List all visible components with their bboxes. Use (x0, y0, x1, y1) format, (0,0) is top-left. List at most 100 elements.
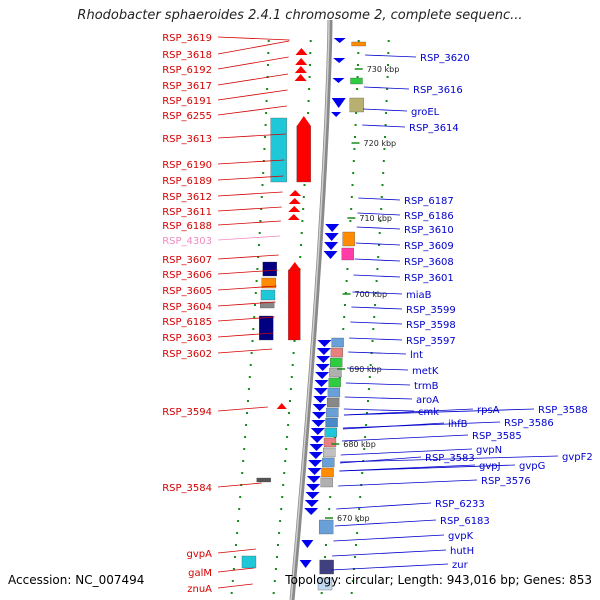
left-label-leader (217, 269, 278, 275)
right-gene-label: RSP_3599 (406, 305, 456, 316)
tick-dot (368, 376, 371, 378)
tick-dot (354, 124, 357, 126)
right-gene-label: gvpN (476, 445, 502, 456)
tick-dot (358, 508, 361, 510)
right-gene-label: RSP_3597 (406, 336, 456, 347)
right-gene-label: RSP_3610 (404, 225, 454, 236)
right-gene-labels: RSP_3620RSP_3616groELRSP_3614RSP_6187RSP… (330, 53, 593, 571)
gene-block-strip (322, 457, 335, 468)
tick-dot (239, 496, 242, 498)
tick-dot (277, 544, 279, 546)
forward-gene-arrow (276, 403, 287, 409)
left-gene-label: RSP_3604 (162, 302, 212, 313)
tick-dot (260, 196, 263, 198)
left-gene-label: RSP_4303 (162, 236, 212, 247)
tick-dot (264, 136, 266, 138)
left-label-leader (217, 235, 280, 241)
chromosome-backbone-highlight (290, 19, 330, 600)
reverse-gene-arrow (312, 412, 327, 419)
tick-dot (328, 508, 331, 510)
tick-dot (260, 208, 263, 210)
left-label-leader (217, 583, 253, 589)
tick-dot (353, 148, 356, 150)
right-gene-label: RSP_6233 (435, 499, 485, 510)
tick-dot (273, 580, 276, 582)
left-gene-label: RSP_6191 (162, 96, 212, 107)
tick-dot (244, 436, 247, 438)
tick-dot (378, 244, 380, 246)
tick-dot (386, 88, 389, 90)
tick-dot (293, 340, 296, 342)
left-label-leader (217, 285, 277, 291)
left-gene-label: RSP_3606 (162, 270, 212, 281)
tick-dot (245, 424, 248, 426)
gene-block-strip (327, 387, 341, 398)
tick-dot (350, 592, 353, 594)
reverse-gene-arrow (299, 560, 312, 568)
tick-dot (259, 220, 262, 222)
tick-dot (372, 328, 375, 330)
reverse-gene-arrow (310, 428, 325, 435)
tick-dot (283, 472, 286, 474)
gene-block-strip (324, 427, 337, 438)
right-label-leader (363, 86, 410, 90)
tick-dot (355, 544, 357, 546)
forward-gene-arrow (288, 198, 301, 204)
tick-dot (285, 448, 288, 450)
gene-block-pink (341, 247, 354, 261)
reverse-gene-arrow (324, 233, 339, 241)
tick-dot (346, 268, 349, 270)
gene-block-gray (256, 477, 271, 483)
tick-dot (249, 364, 252, 366)
tick-dot (342, 328, 345, 330)
right-label-leader (344, 396, 413, 400)
tick-dot (355, 112, 358, 114)
tick-dot (385, 100, 388, 102)
forward-gene-arrow (294, 74, 307, 81)
reverse-gene-arrow (331, 98, 346, 108)
gene-block-cyan (241, 555, 257, 569)
tick-dot (261, 184, 264, 186)
forward-gene-arrow (295, 58, 308, 65)
tick-dot (385, 112, 388, 114)
right-gene-label: groEL (411, 107, 440, 118)
left-label-leader (217, 175, 284, 181)
gene-block-olive (349, 97, 364, 113)
gene-block-strip (328, 377, 341, 388)
left-gene-label: RSP_3602 (162, 349, 212, 360)
right-gene-label: RSP_3614 (409, 123, 459, 134)
tick-dot (265, 112, 268, 114)
right-label-leader (350, 321, 403, 325)
tick-dot (253, 316, 256, 318)
left-label-leader (217, 89, 288, 101)
scale-label-text: 700 kbp (354, 290, 387, 299)
chromosome-backbone (289, 19, 333, 600)
tick-dot (382, 160, 385, 162)
tick-dot (309, 52, 312, 54)
left-label-leader (217, 191, 283, 197)
right-gene-label: zur (452, 560, 469, 571)
accession-text: Accession: NC_007494 (8, 573, 145, 587)
left-gene-label: RSP_3607 (162, 255, 212, 266)
tick-dot (237, 520, 240, 522)
left-gene-label: RSP_6185 (162, 317, 212, 328)
tick-dot (343, 316, 346, 318)
tick-dot (350, 196, 353, 198)
reverse-gene-arrow (304, 500, 319, 507)
tick-dot (279, 520, 282, 522)
tick-dot (381, 184, 384, 186)
tick-dot (380, 208, 383, 210)
right-gene-label: metK (412, 366, 439, 377)
right-gene-label: RSP_3608 (404, 257, 454, 268)
reverse-gene-arrow (301, 540, 314, 548)
forward-gene-arrow (288, 206, 301, 212)
tick-dot (378, 232, 381, 234)
tick-dot (366, 412, 368, 414)
left-label-leader (217, 159, 285, 165)
tick-dot (263, 148, 266, 150)
tick-dot (379, 220, 382, 222)
left-gene-label: RSP_3618 (162, 50, 212, 61)
tick-dot (282, 484, 285, 486)
